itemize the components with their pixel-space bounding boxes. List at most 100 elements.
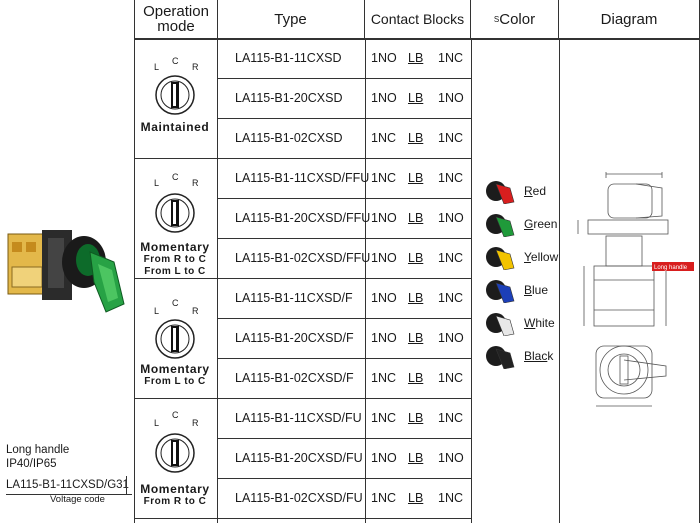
model-pointer bbox=[126, 476, 127, 494]
color-handle bbox=[495, 183, 515, 204]
table-row-type: LA115-B1-20CXSD/FFU bbox=[235, 211, 371, 225]
color-label: Green bbox=[524, 217, 557, 231]
letter-r: R bbox=[192, 418, 199, 428]
mode-momentary-right: L C R Momentary From R to C bbox=[134, 406, 216, 508]
table-row-type: LA115-B1-02CXSD/FU bbox=[235, 491, 363, 505]
color-swatch-icon bbox=[486, 280, 515, 303]
grid-line bbox=[559, 38, 560, 523]
mode-momentary-both: L C R Momentary From R to C From L to C bbox=[134, 164, 216, 278]
table-row-type: LA115-B1-11CXSD/FFU bbox=[235, 171, 370, 185]
grid-line bbox=[217, 318, 471, 319]
color-marker: S bbox=[493, 14, 500, 24]
table-row-type: LA115-B1-20CXSD/F bbox=[235, 331, 354, 345]
mode-momentary-left: L C R Momentary From L to C bbox=[134, 286, 216, 388]
color-swatch-icon bbox=[486, 313, 515, 336]
contact-value: 1NC bbox=[438, 131, 464, 145]
grid-line bbox=[217, 118, 471, 119]
grid-line bbox=[471, 38, 472, 523]
dimension-diagram: Long handle bbox=[566, 170, 694, 415]
lamp-block-label: LB bbox=[408, 411, 424, 425]
contact-value: 1NO bbox=[438, 331, 464, 345]
mode-title: Momentary bbox=[140, 362, 210, 376]
table-row-type: LA115-B1-20CXSD bbox=[235, 91, 343, 105]
mode-title: Momentary bbox=[140, 482, 210, 496]
contact-value: 1NO bbox=[438, 91, 464, 105]
lamp-block-label: LB bbox=[408, 211, 424, 225]
color-label-rest: ed bbox=[532, 184, 547, 198]
table-row-type: LA115-B1-20CXSD/FU bbox=[235, 451, 363, 465]
grid-line bbox=[217, 438, 471, 439]
grid-line bbox=[134, 518, 471, 519]
color-label-rest: reen bbox=[533, 217, 558, 231]
contact-value: 1NC bbox=[438, 411, 464, 425]
color-option: Black bbox=[484, 343, 553, 369]
lamp-block-label: LB bbox=[408, 491, 424, 505]
diagram-badge: Long handle bbox=[654, 265, 688, 271]
color-option: Yellow bbox=[484, 244, 558, 270]
lamp-block-label: LB bbox=[408, 171, 424, 185]
table-row-type: LA115-B1-11CXSD/FU bbox=[235, 411, 362, 425]
color-label-first: B bbox=[524, 283, 533, 297]
color-label: Red bbox=[524, 184, 546, 198]
table-row-type: LA115-B1-11CXSD bbox=[235, 51, 342, 65]
contact-value: 1NC bbox=[371, 491, 397, 505]
color-label-first: Blac bbox=[524, 349, 548, 363]
letter-r: R bbox=[192, 306, 199, 316]
color-label: White bbox=[524, 316, 555, 330]
grid-line bbox=[217, 78, 471, 79]
mode-title: Momentary bbox=[140, 240, 210, 254]
mode-maintained: L C R Maintained bbox=[134, 42, 216, 134]
lamp-block-label: LB bbox=[408, 291, 424, 305]
table-row-type: LA115-B1-02CXSD/F bbox=[235, 371, 354, 385]
color-option: Blue bbox=[484, 277, 548, 303]
selector-icon bbox=[155, 75, 195, 115]
grid-line bbox=[134, 38, 135, 523]
contact-value: 1NC bbox=[438, 291, 464, 305]
contact-value: 1NC bbox=[438, 171, 464, 185]
color-label-rest: k bbox=[547, 349, 554, 363]
contact-value: 1NC bbox=[371, 171, 397, 185]
grid-line bbox=[134, 158, 471, 159]
contact-value: 1NO bbox=[371, 251, 397, 265]
grid-line bbox=[134, 278, 471, 279]
selector-icon bbox=[155, 193, 195, 233]
letter-c: C bbox=[172, 172, 179, 182]
table-row-contacts: 1NC LB 1NC bbox=[366, 158, 464, 198]
selector-icon bbox=[155, 319, 195, 359]
color-option: White bbox=[484, 310, 555, 336]
header-contact-blocks: Contact Blocks bbox=[365, 0, 471, 40]
color-swatch-icon bbox=[486, 181, 515, 204]
rating-label: IP40/IP65 bbox=[6, 458, 57, 470]
letter-r: R bbox=[192, 62, 199, 72]
color-swatch-icon bbox=[486, 346, 515, 369]
color-option: Red bbox=[484, 178, 546, 204]
color-label-rest: ellow bbox=[530, 250, 559, 264]
grid-line bbox=[217, 198, 471, 199]
mode-title: Maintained bbox=[140, 120, 210, 134]
color-handle bbox=[495, 348, 515, 369]
contact-value: 1NO bbox=[371, 91, 397, 105]
color-label-first: Y bbox=[524, 250, 531, 264]
contact-value: 1NC bbox=[438, 51, 464, 65]
letter-l: L bbox=[154, 306, 160, 316]
header-operation-mode: Operation mode bbox=[134, 0, 218, 40]
header-color-text: Color bbox=[499, 10, 536, 28]
header-type: Type bbox=[217, 0, 365, 40]
grid-line bbox=[217, 358, 471, 359]
selector-icon bbox=[155, 433, 195, 473]
color-handle bbox=[495, 249, 515, 270]
contact-value: 1NO bbox=[438, 211, 464, 225]
lamp-block-label: LB bbox=[408, 371, 424, 385]
lamp-block-label: LB bbox=[408, 331, 424, 345]
letter-c: C bbox=[172, 410, 179, 420]
